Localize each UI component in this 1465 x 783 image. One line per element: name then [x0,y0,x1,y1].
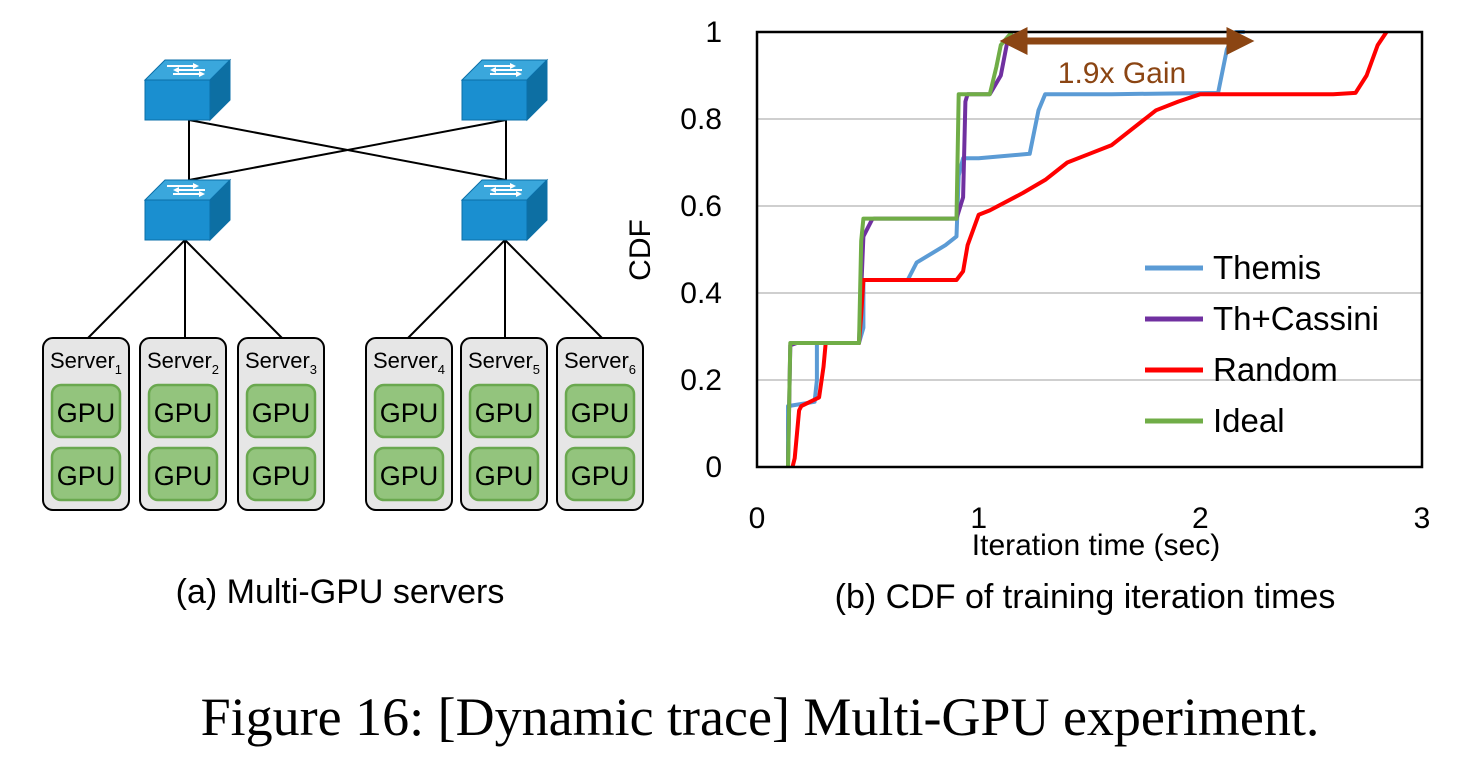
chart-gridlines [757,31,1422,468]
gpu-box [245,383,317,439]
y-tick-labels: 0 0.2 0.4 0.6 0.8 1 [680,16,722,484]
series-line-random [790,30,1389,468]
y-tick-label: 0.2 [680,364,722,397]
network-link [188,119,507,181]
gpu-box [564,446,636,502]
gpu-box [373,383,445,439]
gpu-label: GPU [571,398,630,428]
legend-label: Th+Cassini [1213,300,1379,337]
chart-series [786,30,1389,468]
gpu-label: GPU [57,398,116,428]
panel-b-caption: (b) CDF of training iteration times [835,578,1336,616]
y-tick-label: 1 [705,16,722,49]
server-label: Server3 [245,348,317,377]
panel-b-cdf-chart: 0 0.2 0.4 0.6 0.8 1 0 1 2 3 CDF Iteration time (… [624,16,1430,616]
gpu-box [468,446,540,502]
gpu-label: GPU [252,398,311,428]
legend-item: Themis [1145,249,1321,286]
x-tick-label: 3 [1414,502,1431,535]
legend-label: Ideal [1213,402,1285,439]
gpu-label: GPU [571,461,630,491]
server-label: Server6 [564,348,636,377]
gpu-box [50,446,122,502]
series-line-ideal [786,30,1014,468]
gpu-label: GPU [57,461,116,491]
gpu-label: GPU [154,461,213,491]
x-tick-labels: 0 1 2 3 [749,502,1431,535]
gpu-box [468,383,540,439]
y-tick-label: 0.6 [680,190,722,223]
gpu-label: GPU [380,461,439,491]
figure-caption: Figure 16: [Dynamic trace] Multi-GPU exp… [201,687,1320,747]
gain-annotation: 1.9x Gain [999,26,1255,90]
legend-label: Themis [1213,249,1321,286]
gain-annotation-label: 1.9x Gain [1058,57,1186,90]
network-links [87,119,603,339]
switch-core-left [143,58,232,122]
panel-a-caption: (a) Multi-GPU servers [176,573,505,611]
legend-item: Ideal [1145,402,1285,439]
series-line-themis [786,30,1245,467]
series-line-th-cassini [786,31,1014,468]
network-link [87,239,186,339]
legend-item: Th+Cassini [1145,300,1379,337]
y-tick-label: 0.8 [680,103,722,136]
switch-tor-right [460,178,549,242]
y-tick-label: 0.4 [680,277,722,310]
plot-frame [755,30,1424,469]
gpu-label: GPU [475,461,534,491]
gpu-box [147,383,219,439]
server-group: Server1GPUGPUServer2GPUGPUServer3GPUGPUS… [42,337,644,511]
server-label: Server5 [468,348,540,377]
x-axis-label: Iteration time (sec) [972,529,1220,562]
y-tick-label: 0 [705,451,722,484]
server-label: Server4 [373,348,445,377]
gpu-label: GPU [252,461,311,491]
server-label: Server1 [50,348,122,377]
switch-core-right [460,58,549,122]
switch-tor-left [143,178,232,242]
panel-a-topology-diagram: Server1GPUGPUServer2GPUGPUServer3GPUGPUS… [42,58,644,611]
network-link [184,239,283,339]
x-tick-label: 0 [749,502,766,535]
gpu-label: GPU [475,398,534,428]
gpu-box [147,446,219,502]
legend-item: Random [1145,351,1338,388]
gpu-label: GPU [380,398,439,428]
server-label: Server2 [147,348,219,377]
gpu-box [245,446,317,502]
x-tick-label: 2 [1192,502,1209,535]
network-link [504,239,603,339]
network-switches [143,58,549,242]
legend-label: Random [1213,351,1338,388]
gpu-box [373,446,445,502]
gpu-box [50,383,122,439]
x-tick-label: 1 [970,502,987,535]
network-link [407,239,506,339]
gpu-label: GPU [154,398,213,428]
gpu-box [564,383,636,439]
y-axis-label: CDF [624,219,657,281]
